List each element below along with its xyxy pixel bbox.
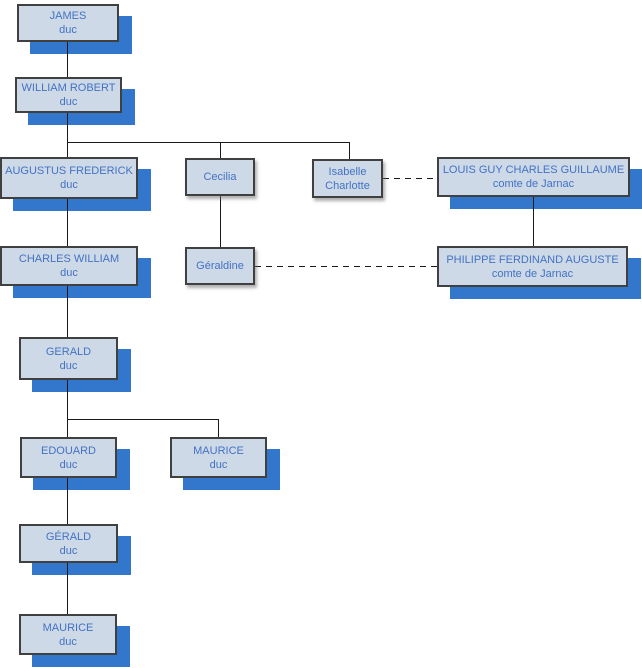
person-name: WILLIAM ROBERT — [21, 82, 116, 94]
person-name: AUGUSTUS FREDERICK — [5, 165, 133, 177]
tree-node-william-robert: WILLIAM ROBERT duc — [15, 77, 122, 113]
tree-node-geraldine: Géraldine — [185, 247, 255, 285]
marriage-dashed-line — [255, 266, 437, 267]
person-title: duc — [59, 359, 78, 372]
person-title: duc — [59, 24, 77, 36]
connector-line — [67, 478, 68, 524]
connector-line — [67, 42, 68, 77]
person-name: Géraldine — [196, 260, 244, 272]
person-name: Isabelle Charlotte — [325, 165, 370, 192]
connector-line — [67, 199, 68, 246]
person-title: comte de Jarnac — [491, 267, 574, 280]
connector-line — [67, 113, 68, 143]
tree-node-edouard: EDOUARD duc — [20, 437, 117, 478]
tree-node-charles-william: CHARLES WILLIAM duc — [0, 246, 138, 286]
person-name: CHARLES WILLIAM — [18, 253, 120, 265]
person-name: JAMES — [49, 10, 87, 22]
connector-line — [220, 142, 221, 158]
person-name: Cecilia — [203, 171, 237, 183]
connector-line — [67, 286, 68, 337]
person-title: duc — [59, 635, 77, 648]
connector-line — [67, 142, 350, 143]
connector-line — [67, 563, 68, 614]
connector-line — [220, 196, 221, 247]
person-title: comte de Jarnac — [492, 178, 575, 190]
connector-line — [218, 419, 219, 437]
connector-line — [67, 142, 68, 157]
tree-node-cecilia: Cecilia — [185, 158, 255, 196]
tree-node-louis-guy-charles-guillaume: LOUIS GUY CHARLES GUILLAUME comte de Jar… — [437, 157, 630, 197]
tree-node-isabelle-charlotte: Isabelle Charlotte — [312, 159, 383, 198]
person-name: EDOUARD — [40, 444, 96, 457]
person-title: duc — [59, 96, 78, 108]
marriage-dashed-line — [383, 178, 437, 179]
person-name: LOUIS GUY CHARLES GUILLAUME — [442, 164, 625, 176]
connector-line — [67, 419, 219, 420]
person-name: MAURICE — [42, 621, 94, 634]
person-name: GÉRALD — [45, 530, 92, 543]
person-title: duc — [209, 458, 228, 471]
tree-node-augustus-frederick: AUGUSTUS FREDERICK duc — [0, 157, 138, 199]
tree-node-maurice-younger: MAURICE duc — [19, 614, 117, 655]
person-name: GERALD — [45, 345, 92, 358]
tree-node-philippe-ferdinand-auguste: PHILIPPE FERDINAND AUGUSTE comte de Jarn… — [437, 246, 628, 287]
tree-node-james: JAMES duc — [17, 4, 119, 42]
person-title: duc — [59, 544, 78, 557]
connector-line — [349, 142, 350, 159]
person-title: duc — [60, 267, 78, 279]
person-name: MAURICE — [193, 444, 244, 457]
connector-line — [67, 380, 68, 419]
person-title: duc — [60, 179, 78, 191]
person-title: duc — [59, 458, 78, 471]
tree-node-maurice-elder: MAURICE duc — [170, 437, 267, 478]
tree-node-gerald-younger: GÉRALD duc — [19, 524, 118, 563]
connector-line — [533, 197, 534, 246]
person-name: PHILIPPE FERDINAND AUGUSTE — [446, 253, 619, 266]
tree-node-gerald: GERALD duc — [19, 337, 118, 380]
connector-line — [67, 419, 68, 437]
